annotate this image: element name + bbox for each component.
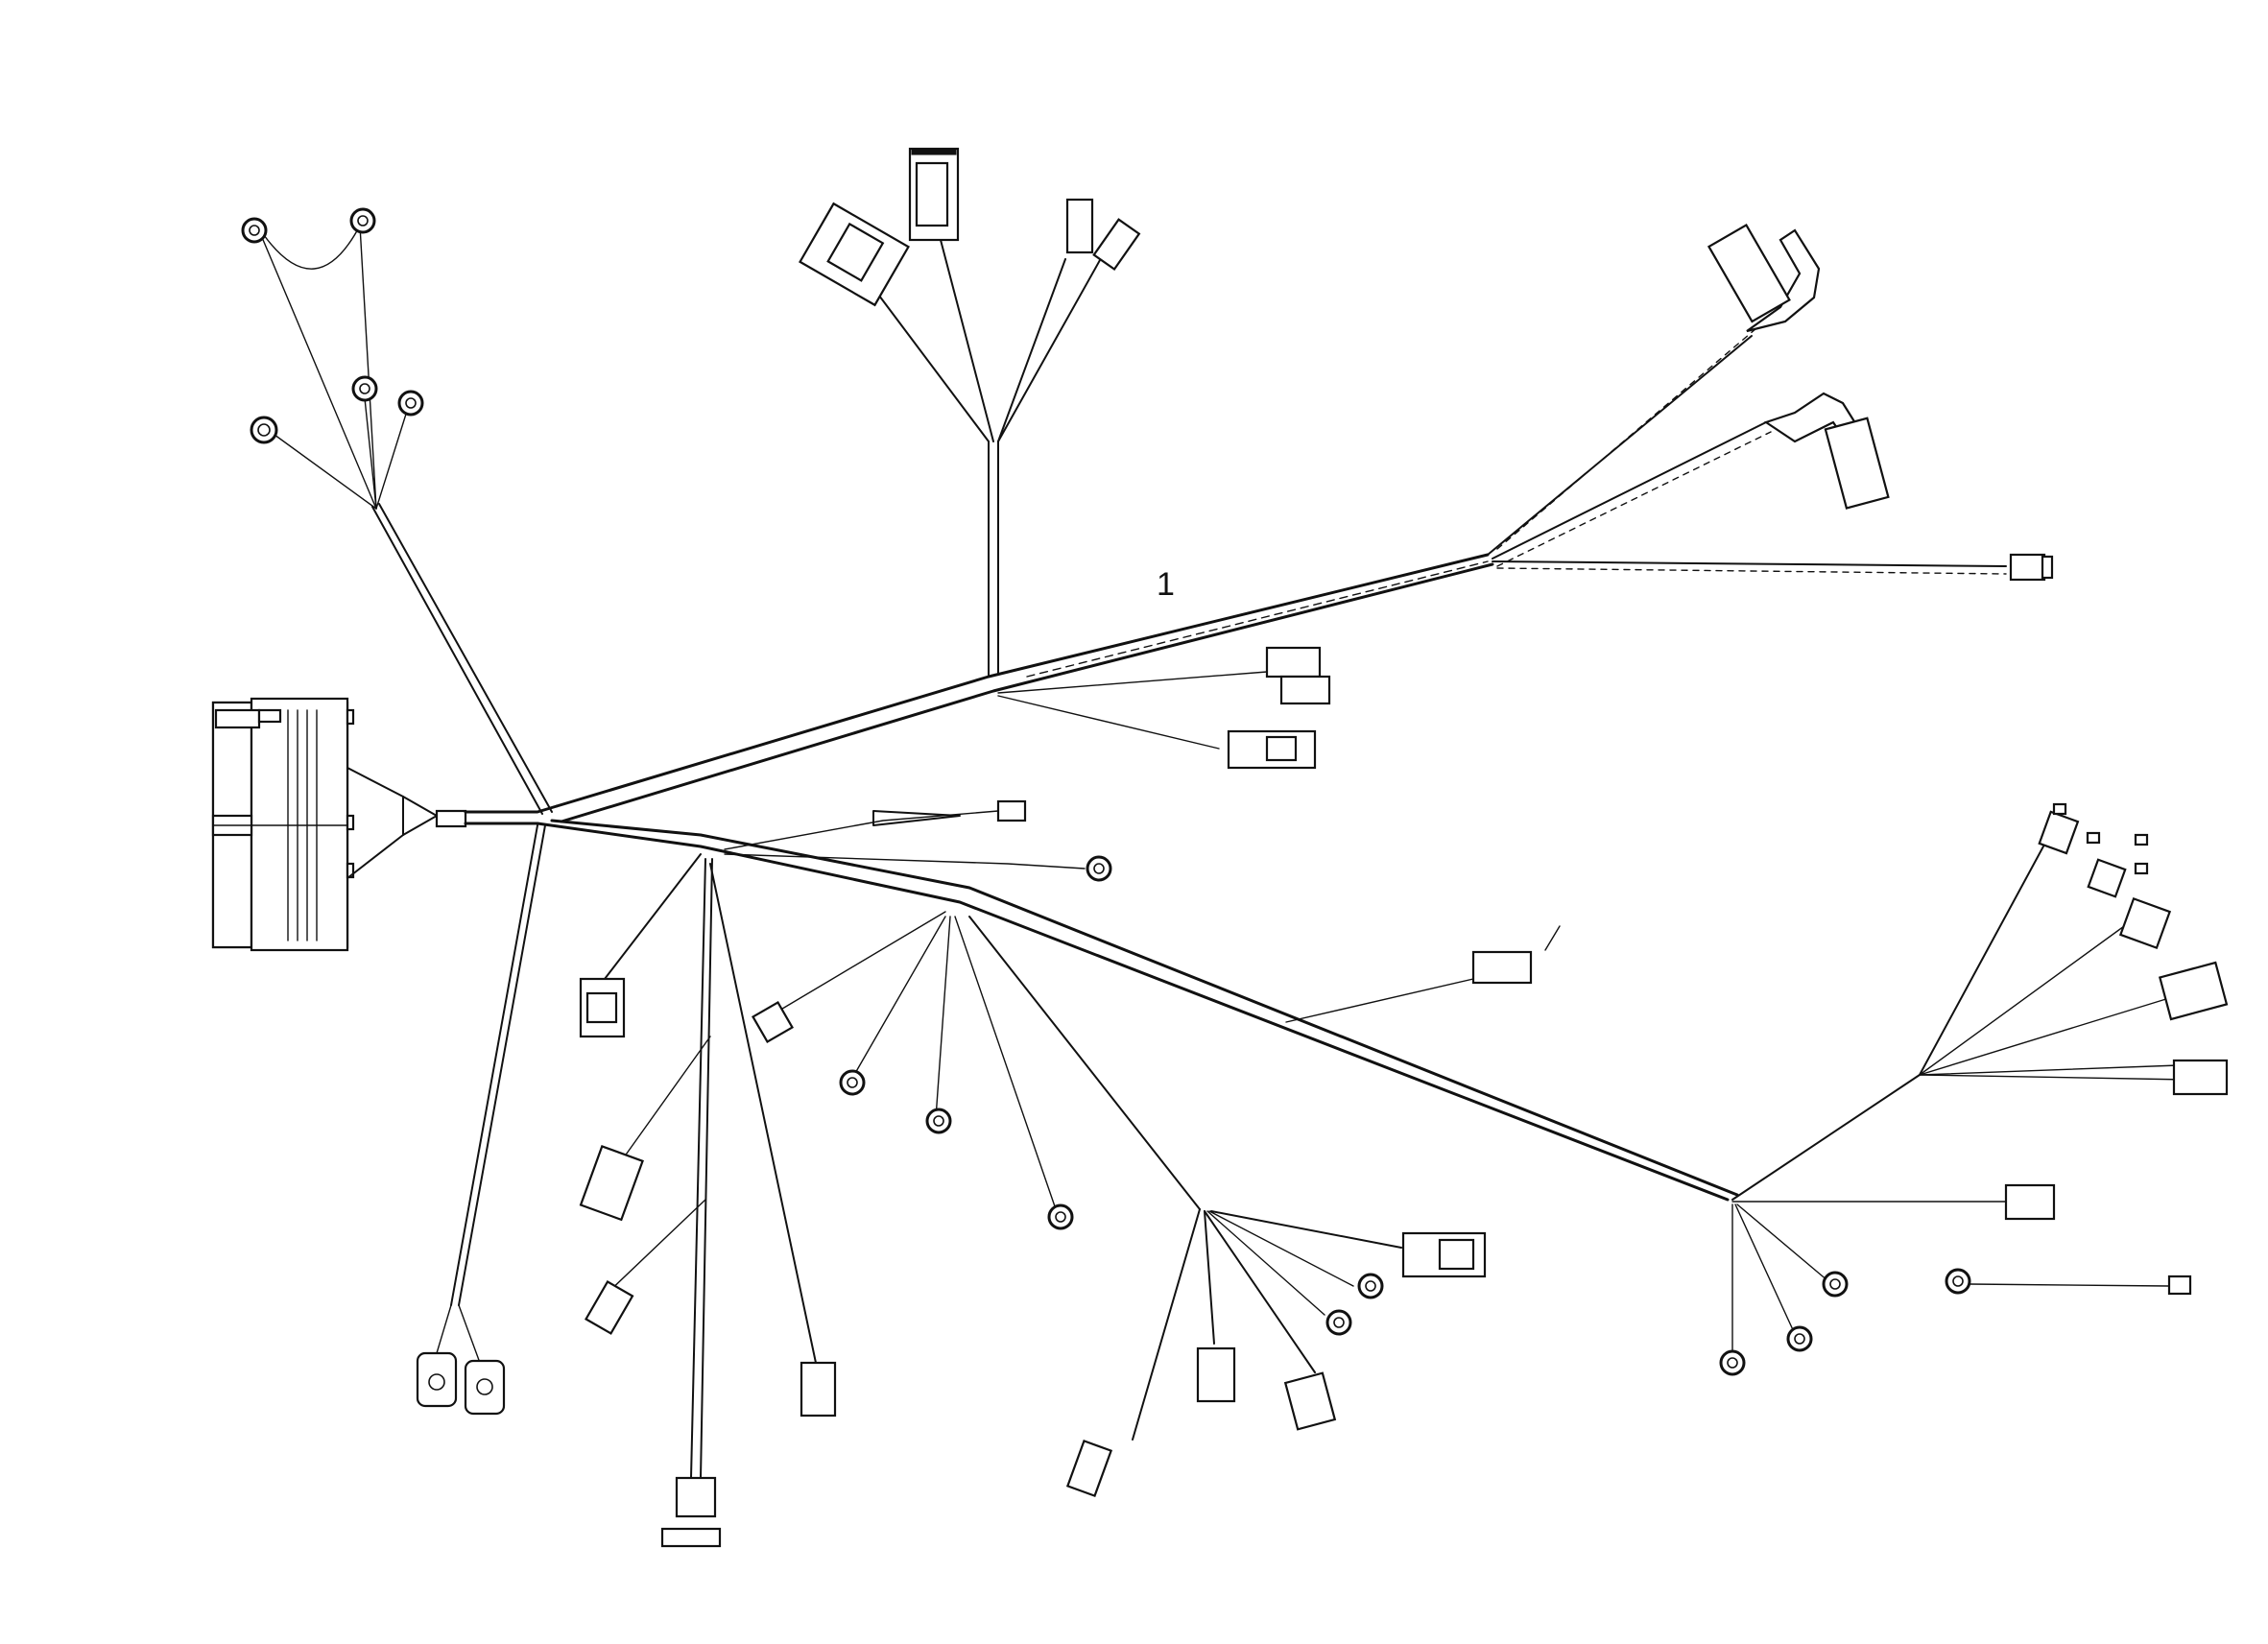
right-branches: [1731, 844, 2189, 1354]
ring-terminal: [1719, 1349, 1746, 1376]
loose-parts: [2052, 802, 2149, 875]
connector: [416, 1351, 458, 1408]
connector: [2004, 1183, 2056, 1221]
left-lower-branches: [436, 824, 817, 1479]
ring-terminal: [1047, 1203, 1074, 1230]
connector: [1283, 1371, 1337, 1431]
ring-terminal: [839, 1069, 866, 1096]
ring-terminal: [925, 1108, 952, 1134]
connector: [1401, 1231, 1487, 1278]
ring-terminal: [250, 416, 278, 444]
connector: [1065, 1439, 1113, 1498]
mid-sensor-branch: [724, 799, 1086, 870]
main-trunk: [371, 441, 1739, 1202]
connector: [800, 1361, 837, 1418]
ring-terminal: [241, 217, 268, 244]
connector: [1196, 1346, 1236, 1403]
ring-terminal: [1786, 1325, 1813, 1352]
ring-terminal: [1357, 1273, 1384, 1299]
ring-terminal: [1325, 1309, 1352, 1336]
connector: [908, 147, 960, 242]
ring-terminal: [349, 207, 376, 234]
mid-upper-connectors: [997, 646, 1331, 770]
connector: [585, 1279, 634, 1335]
connector: [2158, 961, 2229, 1021]
connector: [799, 202, 910, 307]
ring-terminal: [1086, 855, 1112, 882]
ecu-boot: [346, 767, 467, 879]
mid-right-branch: [1285, 925, 1561, 1023]
top-branch-wires: [872, 239, 1110, 442]
callout-harness: 1: [1157, 566, 1175, 603]
connector: [752, 1001, 794, 1043]
ring-terminal: [351, 375, 378, 402]
connector: [2009, 553, 2054, 582]
ring-terminal: [397, 390, 424, 417]
connector: [1707, 224, 1821, 333]
upper-left-ground-branch: [260, 225, 409, 510]
middle-lower-branches: [767, 911, 1402, 1441]
connector: [579, 977, 626, 1038]
loose-jumper: [1945, 1268, 2192, 1296]
connector: [579, 1144, 644, 1222]
connector: [1763, 392, 1890, 510]
connector: [1065, 198, 1141, 272]
connector: [464, 1359, 506, 1416]
ring-terminal: [1822, 1271, 1849, 1298]
connector: [2087, 858, 2127, 898]
connector: [660, 1476, 722, 1548]
conduit-branch: [1026, 327, 2007, 678]
connector: [2172, 1059, 2229, 1096]
connector: [2118, 896, 2172, 950]
connector: [2038, 810, 2080, 855]
ecu-module: [211, 697, 355, 952]
